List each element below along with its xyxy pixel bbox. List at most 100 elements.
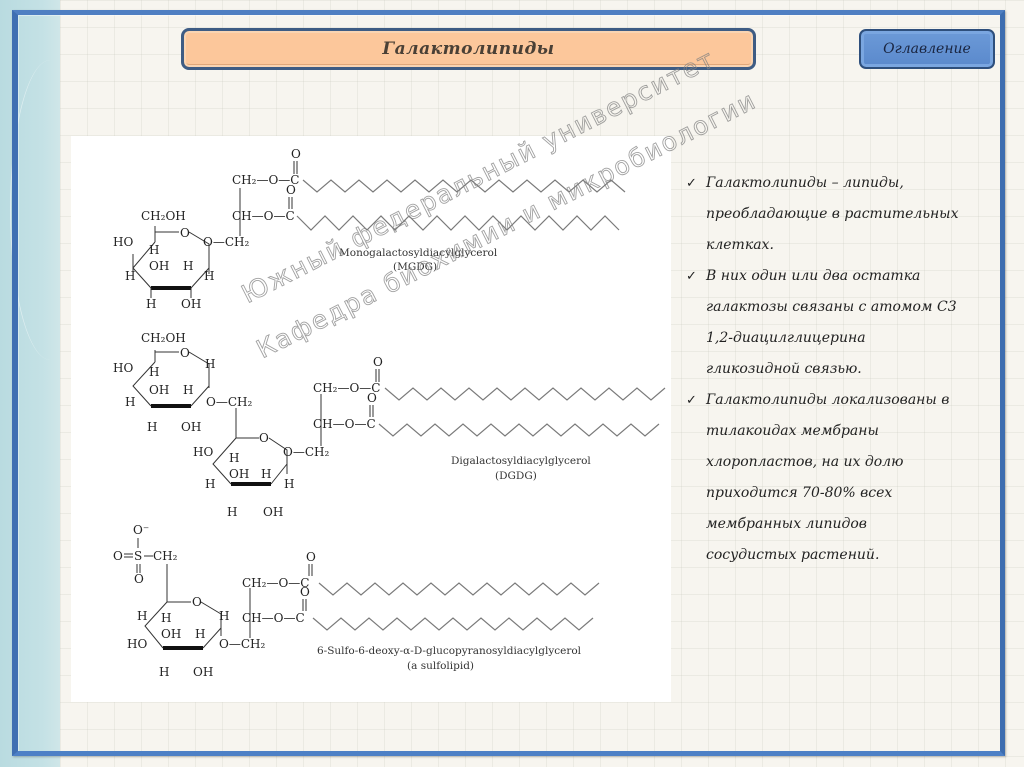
label: O bbox=[306, 550, 316, 564]
label: H bbox=[219, 609, 229, 623]
label: H bbox=[195, 627, 205, 641]
label: S bbox=[134, 549, 142, 563]
label: OH bbox=[181, 420, 201, 434]
label: OH bbox=[263, 505, 283, 519]
label: H bbox=[227, 505, 237, 519]
label: H bbox=[149, 365, 159, 379]
label: H bbox=[125, 395, 135, 409]
sulfolipid-fatty-acid-chain-2 bbox=[312, 617, 594, 631]
slide-title-bar: Галактолипиды bbox=[181, 28, 756, 70]
label: CH—O—C bbox=[313, 417, 376, 431]
dgdg-abbr: (DGDG) bbox=[495, 470, 537, 482]
label: HO bbox=[113, 361, 133, 375]
label: CH₂OH bbox=[141, 331, 186, 345]
label: O bbox=[286, 183, 296, 197]
sulfolipid-abbr: (a sulfolipid) bbox=[407, 660, 474, 672]
label: O bbox=[180, 226, 190, 240]
bullet-line: В них один или два остатка bbox=[706, 268, 921, 284]
checkmark-icon: ✓ bbox=[686, 269, 697, 284]
bullet-list: ✓ Галактолипиды – липиды, преобладающие … bbox=[686, 168, 996, 571]
label: O—CH₂ bbox=[203, 235, 249, 249]
left-decorative-band bbox=[0, 0, 60, 767]
sulfolipid-name: 6-Sulfo-6-deoxy-α-D-glucopyranosyldiacyl… bbox=[317, 645, 582, 657]
mgdg-fatty-acid-chain-1 bbox=[302, 179, 626, 193]
checkmark-icon: ✓ bbox=[686, 176, 697, 191]
bullet-line: преобладающие в растительных bbox=[706, 206, 959, 222]
label: H bbox=[161, 611, 171, 625]
label: CH—O—C bbox=[232, 209, 295, 223]
dgdg-fatty-acid-chain-1 bbox=[384, 387, 666, 401]
bullet-line: клетках. bbox=[706, 237, 774, 253]
label: O⁻ bbox=[133, 523, 149, 537]
label: CH₂—O—C bbox=[232, 173, 299, 187]
label: H bbox=[159, 665, 169, 679]
label: OH bbox=[149, 259, 169, 273]
bullet-line: мембранных липидов bbox=[706, 516, 867, 532]
label: H bbox=[149, 243, 159, 257]
label: O bbox=[192, 595, 202, 609]
bullet-item-1: ✓ Галактолипиды – липиды, преобладающие … bbox=[686, 168, 996, 261]
bullet-item-2: ✓ В них один или два остатка галактозы с… bbox=[686, 261, 996, 385]
bullet-item-3: ✓ Галактолипиды локализованы в тилакоида… bbox=[686, 385, 996, 571]
dgdg-fatty-acid-chain-2 bbox=[378, 423, 660, 437]
label: H bbox=[146, 297, 156, 311]
label: H bbox=[204, 269, 214, 283]
label: O bbox=[113, 549, 123, 563]
mgdg-fatty-acid-chain-2 bbox=[296, 215, 620, 231]
label: O—CH₂ bbox=[206, 395, 252, 409]
sulfonate-group: O⁻ O S CH₂ O bbox=[113, 523, 178, 586]
bullet-line: галактозы связаны с атомом С3 bbox=[706, 299, 957, 315]
dgdg-galactose-ring-1: CH₂OH O HO H H OH H H O—CH₂ H OH bbox=[113, 331, 252, 434]
bullet-line: 1,2-диацилглицерина bbox=[706, 330, 866, 346]
label: H bbox=[183, 259, 193, 273]
label: H bbox=[125, 269, 135, 283]
dgdg-structure: CH₂OH O HO H H OH H H O—CH₂ H OH O HO bbox=[113, 331, 666, 519]
label: H bbox=[205, 357, 215, 371]
mgdg-name: Monogalactosyldiacylglycerol bbox=[339, 247, 498, 259]
label: HO bbox=[113, 235, 133, 249]
sulfolipid-glucose-ring: O H H H OH H HO O—CH₂ H OH bbox=[127, 595, 265, 679]
bullet-line: тилакоидах мембраны bbox=[706, 423, 879, 439]
mgdg-galactose-ring: CH₂OH O HO H O—CH₂ OH H H H H OH bbox=[113, 209, 249, 311]
label: OH bbox=[149, 383, 169, 397]
bullet-line: сосудистых растений. bbox=[706, 547, 880, 563]
label: CH₂ bbox=[153, 549, 178, 563]
mgdg-structure: CH₂OH O HO H O—CH₂ OH H H H H OH CH₂—O—C… bbox=[113, 147, 626, 311]
label: HO bbox=[127, 637, 147, 651]
dgdg-name: Digalactosyldiacylglycerol bbox=[451, 455, 591, 467]
chemical-structures-diagram: CH₂OH O HO H O—CH₂ OH H H H H OH CH₂—O—C… bbox=[71, 136, 671, 702]
label: CH₂—O—C bbox=[313, 381, 380, 395]
label: CH—O—C bbox=[242, 611, 305, 625]
sulfolipid-glycerol: CH₂—O—C CH—O—C O O bbox=[242, 550, 316, 638]
label: OH bbox=[181, 297, 201, 311]
bullet-line: хлоропластов, на их долю bbox=[706, 454, 904, 470]
checkmark-icon: ✓ bbox=[686, 393, 697, 408]
label: H bbox=[229, 451, 239, 465]
toc-button-label: Оглавление bbox=[883, 41, 971, 57]
label: H bbox=[183, 383, 193, 397]
bullet-line: гликозидной связью. bbox=[706, 361, 862, 377]
slide-frame bbox=[12, 10, 1005, 756]
dgdg-galactose-ring-2: O HO H O—CH₂ OH H H H H OH bbox=[193, 431, 329, 519]
label: O bbox=[373, 355, 383, 369]
label: O bbox=[291, 147, 301, 161]
label: O bbox=[259, 431, 269, 445]
label: O bbox=[367, 391, 377, 405]
mgdg-abbr: (MGDG) bbox=[393, 261, 437, 273]
label: HO bbox=[193, 445, 213, 459]
bullet-line: Галактолипиды локализованы в bbox=[706, 392, 950, 408]
table-of-contents-button[interactable]: Оглавление bbox=[859, 29, 995, 69]
mgdg-glycerol: CH₂—O—C CH—O—C O O bbox=[232, 147, 301, 236]
label: H bbox=[147, 420, 157, 434]
label: O—CH₂ bbox=[283, 445, 329, 459]
label: CH₂—O—C bbox=[242, 576, 309, 590]
label: O bbox=[300, 585, 310, 599]
label: H bbox=[261, 467, 271, 481]
label: O bbox=[180, 346, 190, 360]
bullet-line: Галактолипиды – липиды, bbox=[706, 175, 904, 191]
label: CH₂OH bbox=[141, 209, 186, 223]
structures-svg: CH₂OH O HO H O—CH₂ OH H H H H OH CH₂—O—C… bbox=[113, 147, 666, 679]
label: O bbox=[134, 572, 144, 586]
label: OH bbox=[229, 467, 249, 481]
label: H bbox=[205, 477, 215, 491]
